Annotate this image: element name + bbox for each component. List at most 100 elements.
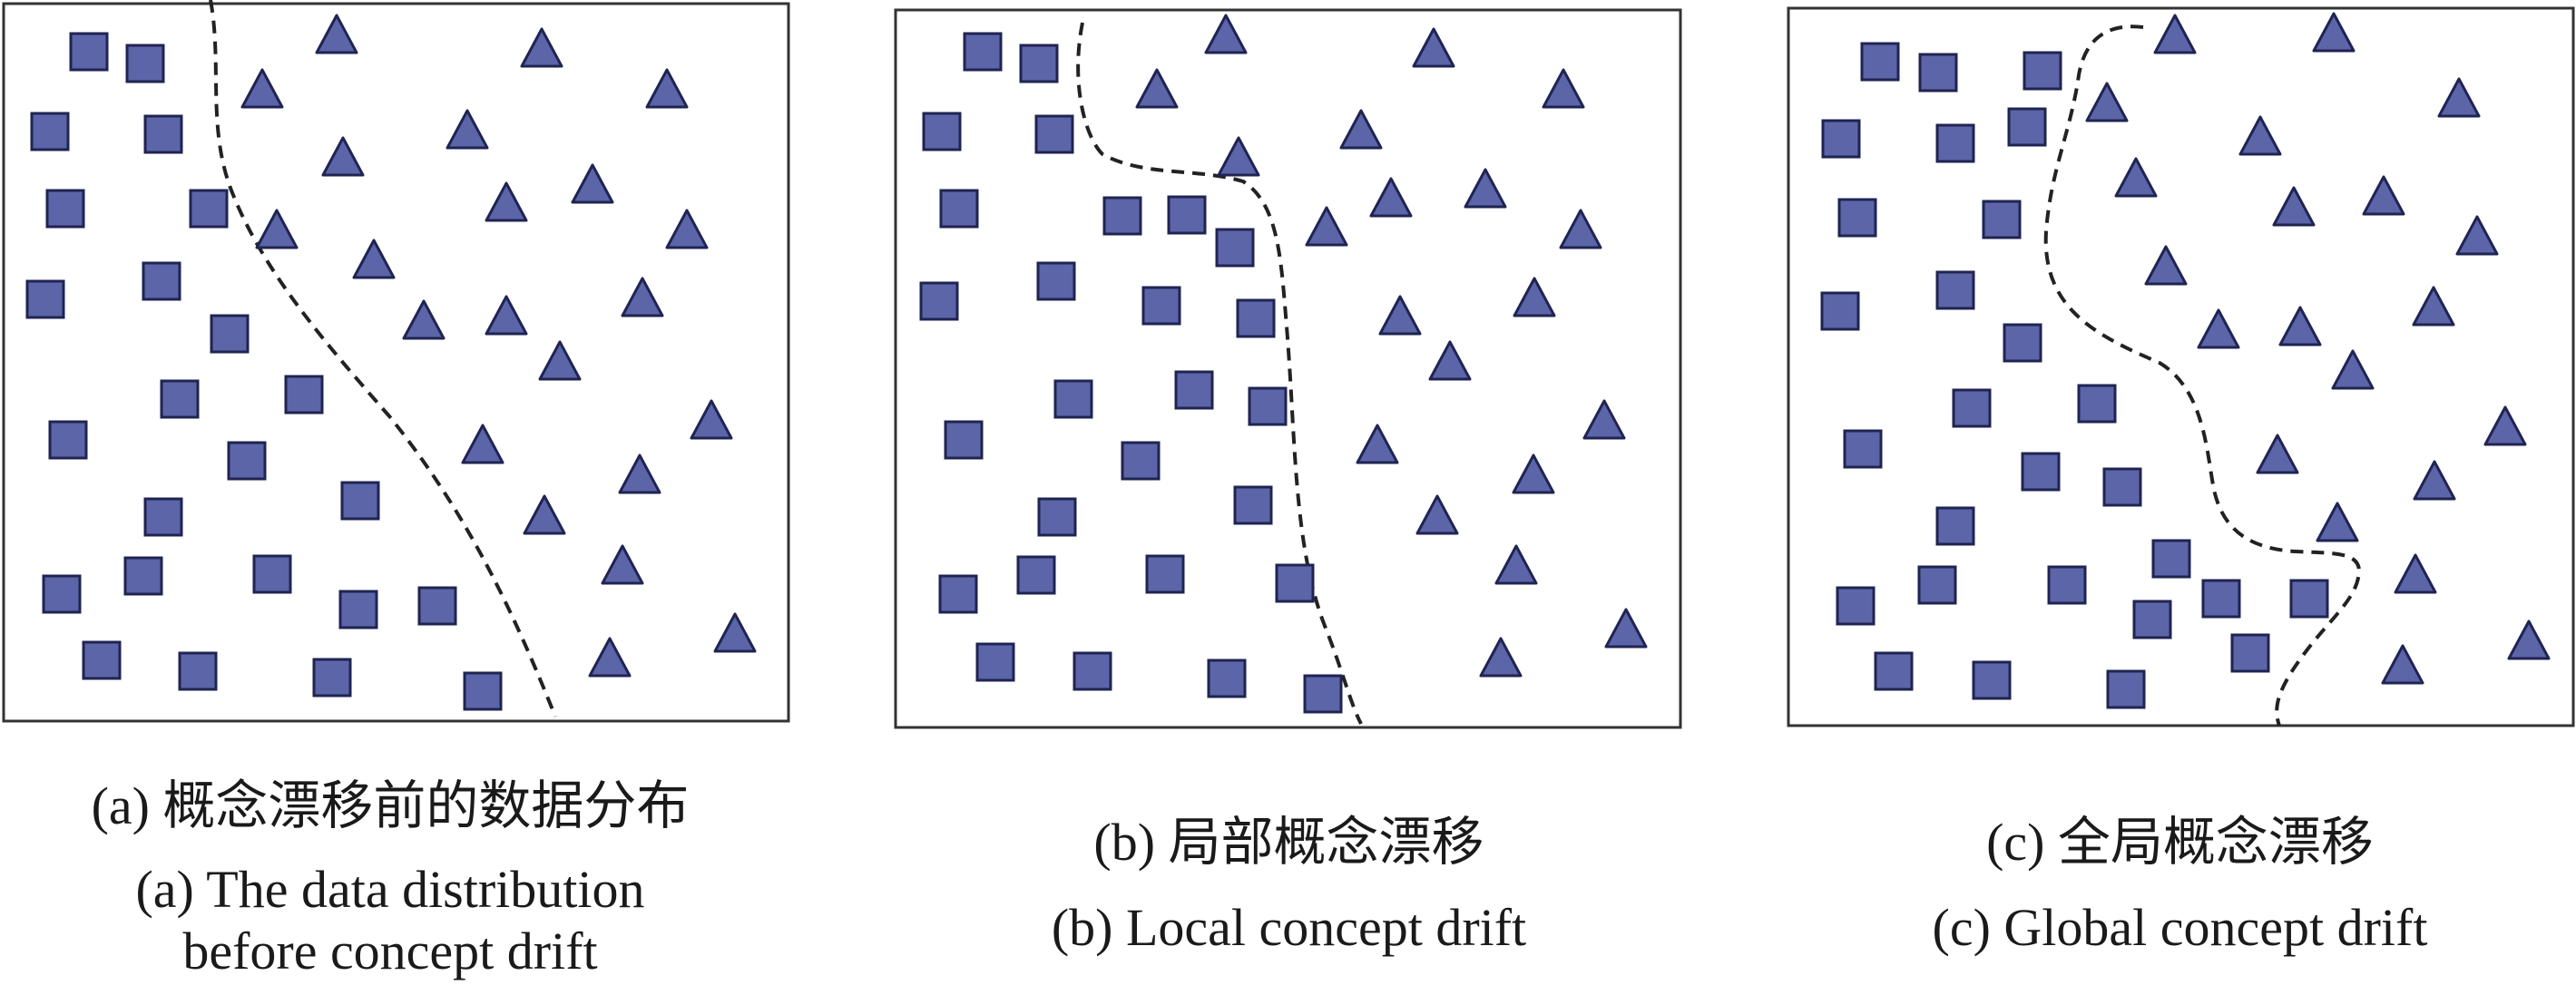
triangle-marker [2114, 157, 2158, 198]
triangle-marker [2278, 306, 2322, 346]
square-marker [2047, 565, 2087, 605]
square-marker [123, 556, 163, 596]
square-marker [42, 574, 82, 614]
square-marker [1167, 195, 1207, 235]
triangle-marker [690, 399, 733, 440]
triangle-marker [1428, 340, 1472, 381]
triangle-marker [1204, 14, 1248, 54]
square-marker [2023, 51, 2062, 91]
triangle-marker [255, 209, 299, 249]
triangle-marker [1464, 168, 1507, 209]
square-marker [143, 114, 183, 154]
triangle-marker [713, 612, 757, 653]
triangle-marker [1542, 68, 1585, 109]
square-marker [1215, 228, 1255, 268]
square-marker [2077, 384, 2117, 424]
square-marker [1952, 388, 1992, 428]
decision-boundary [209, 0, 557, 717]
square-marker [143, 497, 183, 537]
triangle-marker [2144, 245, 2188, 286]
triangle-marker [352, 239, 396, 279]
square-marker [1821, 119, 1861, 159]
square-marker [2003, 323, 2042, 363]
decision-boundary [1076, 22, 1363, 725]
square-marker [1972, 660, 2012, 700]
triangle-marker [2362, 175, 2405, 216]
triangle-marker [1415, 494, 1459, 535]
triangle-marker [601, 544, 644, 585]
triangle-marker [461, 424, 504, 464]
triangle-marker [621, 277, 664, 317]
triangle-marker [1479, 637, 1523, 678]
square-marker [2021, 452, 2061, 492]
panel-a [2, 0, 790, 723]
square-marker [125, 44, 165, 83]
decision-boundary [2043, 24, 2362, 727]
caption-cn: (a) 概念漂移前的数据分布 [91, 776, 690, 835]
square-marker [1141, 286, 1181, 326]
triangle-marker [1356, 424, 1399, 464]
square-marker [227, 441, 267, 481]
square-marker [2289, 579, 2329, 619]
square-marker [284, 375, 324, 415]
square-marker [48, 420, 88, 460]
caption-en-line-1: (c) Global concept drift [1932, 898, 2428, 957]
triangle-marker [618, 454, 661, 494]
triangle-marker [2085, 82, 2129, 122]
square-marker [1935, 506, 1975, 546]
square-marker [1843, 429, 1883, 469]
triangle-marker [2256, 434, 2299, 474]
triangle-marker [1604, 608, 1648, 649]
square-marker [25, 279, 65, 319]
square-marker [1053, 379, 1093, 419]
triangle-marker [1339, 109, 1383, 150]
triangle-marker [446, 109, 489, 150]
triangle-marker [523, 494, 566, 535]
triangle-marker [520, 27, 563, 68]
square-marker [963, 32, 1003, 72]
square-marker [1935, 270, 1975, 310]
triangle-marker [1305, 206, 1348, 247]
caption-en-line-2: before concept drift [182, 922, 598, 980]
square-marker [312, 658, 352, 697]
square-marker [178, 651, 218, 691]
square-marker [2132, 600, 2172, 639]
triangle-marker [2507, 619, 2551, 660]
square-marker [2151, 539, 2191, 579]
square-marker [1174, 370, 1214, 410]
triangle-marker [665, 209, 709, 249]
square-marker [1860, 42, 1900, 82]
panel-b-frame [894, 8, 1682, 729]
square-marker [939, 189, 979, 229]
triangle-marker [2238, 115, 2282, 156]
square-marker [2201, 579, 2241, 619]
triangle-marker [1512, 454, 1555, 494]
triangle-marker [2394, 553, 2437, 594]
square-marker [340, 481, 380, 521]
square-marker [1837, 198, 1877, 238]
caption-cn: (c) 全局概念漂移 [1986, 813, 2374, 872]
square-marker [45, 189, 85, 229]
square-marker [1248, 386, 1288, 426]
square-marker [1233, 485, 1273, 525]
triangle-marker [1559, 209, 1602, 249]
square-marker [189, 189, 229, 229]
square-marker [2102, 467, 2142, 507]
triangle-marker [588, 637, 632, 678]
triangle-marker [645, 68, 689, 109]
triangle-marker [2455, 215, 2499, 256]
square-marker [1303, 674, 1343, 714]
square-marker [1034, 114, 1074, 154]
square-marker [82, 640, 122, 680]
triangle-marker [2413, 460, 2456, 501]
triangle-marker [2316, 502, 2359, 542]
square-marker [160, 379, 200, 419]
caption-en-line-1: (b) Local concept drift [1051, 898, 1527, 957]
square-marker [1836, 586, 1876, 626]
triangle-marker [2153, 14, 2197, 54]
square-marker [1874, 651, 1914, 691]
square-marker [463, 671, 503, 711]
triangle-marker [402, 299, 446, 340]
square-marker [1918, 53, 1958, 93]
